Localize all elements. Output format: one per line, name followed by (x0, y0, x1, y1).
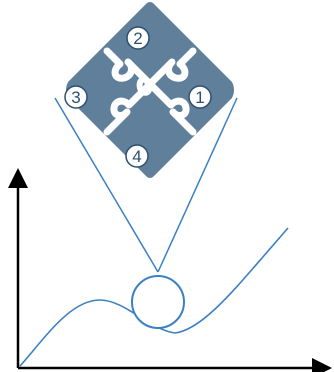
magnifier-circle (132, 276, 184, 328)
badge-1-label: 1 (195, 88, 204, 107)
badge-4: 4 (126, 145, 148, 167)
badge-4-label: 4 (132, 147, 141, 166)
badge-3-label: 3 (71, 88, 80, 107)
badge-1: 1 (189, 86, 211, 108)
badge-3: 3 (65, 86, 87, 108)
badge-2-label: 2 (133, 29, 142, 48)
badge-2: 2 (127, 27, 149, 49)
